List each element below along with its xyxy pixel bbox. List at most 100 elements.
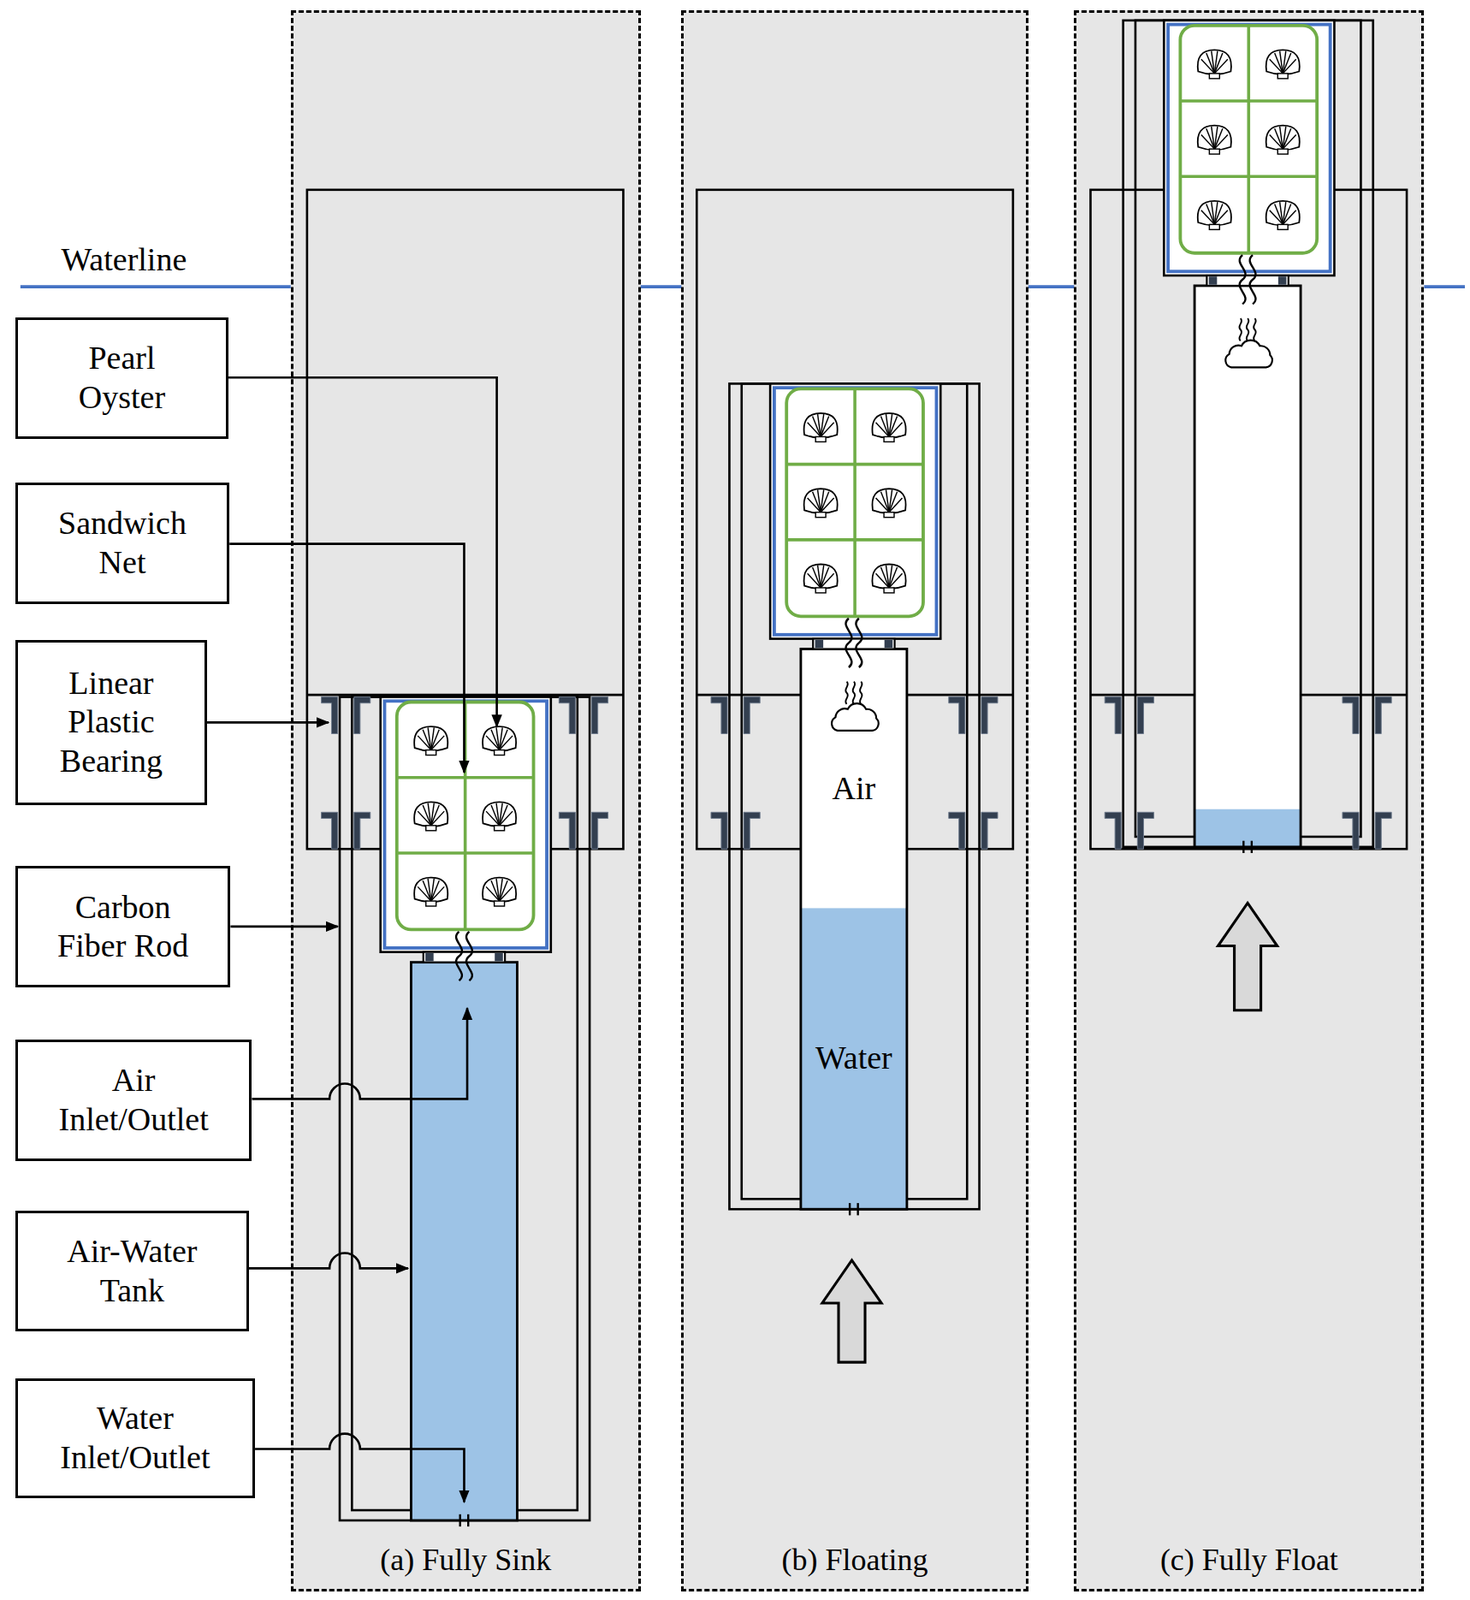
air-pipe (456, 931, 463, 981)
pearl-oyster-shell (414, 726, 448, 752)
part-label: Pearl Oyster (61, 338, 182, 417)
shell-hinge (883, 436, 895, 442)
air-water-tank-water (800, 907, 907, 1210)
sandwich-net-line (397, 851, 534, 855)
shell-rib (820, 422, 834, 438)
pearl-oyster-shell (1266, 201, 1300, 226)
label-box: Air-Water Tank (15, 1210, 249, 1332)
linear-plastic-bearing (1375, 812, 1392, 849)
shell-rib (496, 727, 500, 750)
shell-hinge (883, 587, 895, 593)
part-label: Sandwich Net (52, 503, 194, 582)
oyster-housing-lining (384, 700, 547, 949)
leader-line (228, 377, 498, 727)
part-label: Water Inlet/Outlet (51, 1398, 219, 1477)
shell-hinge (1277, 224, 1288, 230)
shell-rib (889, 497, 902, 513)
shell-hinge (883, 512, 895, 518)
oyster-housing-lining (1167, 24, 1331, 273)
air-water-tank-air (800, 648, 907, 1210)
shell-rib (1282, 53, 1292, 74)
shell-rib (496, 878, 500, 901)
panel-ground (290, 10, 641, 1593)
label-box: Linear Plastic Bearing (15, 640, 208, 806)
flange-bolt (815, 640, 824, 649)
shell-rib (889, 491, 898, 513)
shell-rib (431, 880, 440, 901)
water-port (1250, 841, 1253, 854)
label-box: Water Inlet/Outlet (15, 1378, 255, 1500)
flange-bolt (425, 953, 434, 962)
air-label: Air (800, 769, 907, 809)
air-pipe (845, 618, 852, 668)
sandwich-net-line (786, 538, 924, 542)
shell-rib (431, 811, 445, 826)
shell-rib (499, 729, 509, 751)
linear-plastic-bearing (1375, 697, 1392, 735)
air-water-tank-air (1194, 285, 1301, 848)
shell-rib (1282, 204, 1292, 226)
waterline-label: Waterline (61, 240, 188, 280)
part-label: Air-Water Tank (57, 1232, 208, 1310)
linear-plastic-bearing (558, 812, 575, 849)
pearl-oyster-shell (871, 488, 906, 514)
flange-bolt (1278, 276, 1287, 285)
water-port (1242, 841, 1245, 854)
part-label: Carbon Fiber Rod (47, 888, 198, 967)
shell-hinge (426, 825, 437, 831)
shell-rib (427, 803, 432, 826)
water-label: Water (800, 1038, 907, 1079)
shell-rib (1282, 134, 1296, 149)
shell-rib (885, 565, 890, 588)
oyster-housing-lining (774, 387, 937, 635)
shell-rib (817, 489, 822, 512)
pearl-oyster-shell (1197, 49, 1232, 75)
shell-rib (1211, 201, 1216, 225)
leader-line (229, 544, 464, 773)
pearl-oyster-shell (414, 801, 448, 827)
shell-rib (820, 497, 834, 513)
linear-plastic-bearing (354, 812, 371, 849)
label-box: Pearl Oyster (15, 317, 229, 439)
label-box: Sandwich Net (15, 482, 230, 605)
pearl-oyster-shell (482, 877, 516, 903)
sandwich-net-line (1179, 99, 1317, 103)
shell-rib (427, 878, 432, 901)
shell-rib (820, 573, 834, 588)
shell-rib (431, 729, 440, 751)
panel-ground (1073, 10, 1424, 1593)
shell-rib (496, 803, 500, 826)
air-cloud (1225, 340, 1273, 368)
shell-rib (1214, 53, 1223, 74)
leader-line (207, 721, 329, 724)
shell-rib (817, 565, 822, 588)
water-port (459, 1514, 462, 1527)
pearl-oyster-shell (871, 413, 906, 439)
sandwich-net-line (1179, 175, 1317, 179)
shell-rib (499, 886, 513, 901)
oyster-housing (1163, 20, 1334, 276)
shell-rib (427, 727, 432, 750)
air-water-tank-air (410, 962, 517, 1521)
tank-flange (423, 952, 505, 963)
pearl-oyster-shell (1197, 201, 1232, 226)
sandwich-net-line (1246, 25, 1251, 254)
shell-rib (889, 573, 902, 588)
pearl-oyster-shell (804, 413, 838, 439)
linear-plastic-bearing (1137, 697, 1154, 735)
shell-rib (1214, 134, 1227, 149)
shell-rib (1280, 51, 1284, 74)
shell-rib (431, 735, 445, 751)
shell-rib (1214, 210, 1227, 226)
shell-hinge (1277, 148, 1288, 155)
shell-rib (889, 416, 898, 438)
label-holder: Waterline (61, 240, 188, 280)
leader-line (230, 925, 338, 929)
linear-plastic-bearing (354, 697, 371, 735)
air-water-tank: AirWater (800, 648, 907, 1210)
shell-rib (1211, 51, 1216, 74)
shell-rib (431, 886, 445, 901)
steam-line (853, 681, 856, 705)
air-water-tank-water (1194, 809, 1301, 848)
linear-plastic-bearing (321, 812, 338, 849)
